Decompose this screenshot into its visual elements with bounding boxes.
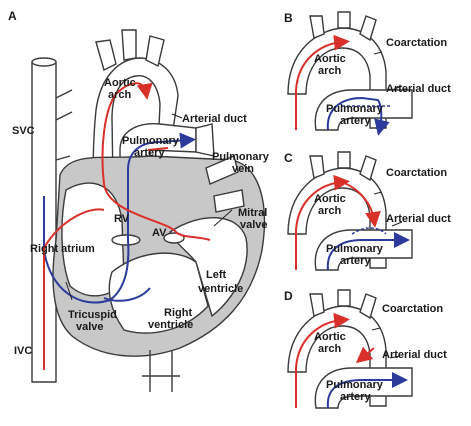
pulmonary-vein-lower xyxy=(213,189,245,213)
b-blue-flow xyxy=(326,96,390,136)
label-right-ventricle-2: ventricle xyxy=(148,319,193,331)
b-label-coarctation: Coarctation xyxy=(386,37,447,49)
svc-branches xyxy=(55,89,73,161)
right-ventricle xyxy=(108,252,209,334)
label-right-atrium: Right atrium xyxy=(30,243,95,255)
c-leader-coarct xyxy=(373,191,383,195)
d-red-flow xyxy=(295,312,350,408)
d-label-aortic-2: arch xyxy=(318,343,342,355)
label-aortic-arch-1: Aortic xyxy=(104,77,136,89)
label-right-ventricle-1: Right xyxy=(164,307,192,319)
label-tricuspid-1: Tricuspid xyxy=(68,309,117,321)
c-label-pulm-2: artery xyxy=(340,255,371,267)
panel-a-label: A xyxy=(8,9,17,23)
panel-c-label: C xyxy=(284,151,293,165)
label-av: AV xyxy=(152,227,167,239)
d-pulmonary-artery xyxy=(314,367,413,409)
label-ivc: IVC xyxy=(14,345,32,357)
pulmonary-branch xyxy=(195,123,215,157)
d-red-duct xyxy=(355,346,375,364)
label-pulmonary-artery-1: Pulmonary xyxy=(122,135,180,147)
label-svc: SVC xyxy=(12,125,35,137)
label-rv: RV xyxy=(114,213,130,225)
label-tricuspid-2: valve xyxy=(76,321,104,333)
left-ventricle xyxy=(169,216,248,318)
d-label-aortic-1: Aortic xyxy=(314,331,346,343)
b-label-arterial-duct: Arterial duct xyxy=(386,83,451,95)
label-pulmonary-artery-2: artery xyxy=(134,147,165,159)
leader-tricuspid xyxy=(65,281,73,301)
c-red-flow-down xyxy=(341,181,381,228)
d-label-arterial-duct: Arterial duct xyxy=(382,349,447,361)
c-arch-branches xyxy=(309,151,377,182)
label-mitral-valve-2: valve xyxy=(240,219,268,231)
d-label-coarctation: Coarctation xyxy=(382,303,443,315)
red-flow-duct xyxy=(147,147,169,151)
leader-arterial-duct xyxy=(171,113,183,119)
panel-d-label: D xyxy=(284,289,293,303)
label-left-ventricle-1: Left xyxy=(206,269,227,281)
b-label-pulm-2: artery xyxy=(340,115,371,127)
c-label-pulm-1: Pulmonary xyxy=(326,243,384,255)
arch-branch-1 xyxy=(95,39,117,72)
red-flow-a xyxy=(43,83,211,370)
label-arterial-duct: Arterial duct xyxy=(182,113,247,125)
b-arch-branches xyxy=(309,11,377,42)
c-red-flow xyxy=(295,174,350,270)
right-atrium xyxy=(61,182,125,297)
label-pulmonary-vein-2: vein xyxy=(232,163,254,175)
label-pulmonary-vein-1: Pulmonary xyxy=(212,151,270,163)
c-blue-flow xyxy=(326,232,410,271)
blue-flow-rv xyxy=(103,287,151,302)
label-mitral-valve-1: Mitral xyxy=(238,207,267,219)
d-label-pulm-2: artery xyxy=(340,391,371,403)
b-label-aortic-2: arch xyxy=(318,65,342,77)
descending-aorta xyxy=(142,350,180,392)
c-label-aortic-2: arch xyxy=(318,205,342,217)
arch-branch-2 xyxy=(121,29,137,61)
d-blue-flow xyxy=(326,372,408,409)
b-leader-duct xyxy=(391,85,403,91)
b-red-flow xyxy=(295,34,350,130)
c-label-coarctation: Coarctation xyxy=(386,167,447,179)
b-label-pulm-1: Pulmonary xyxy=(326,103,384,115)
blue-flow-a xyxy=(43,132,196,304)
panel-d: D Aortic arch Coarctation Arterial duct … xyxy=(284,289,447,409)
d-arch-branches xyxy=(309,289,377,320)
label-left-ventricle-2: ventricle xyxy=(198,283,243,295)
b-label-aortic-1: Aortic xyxy=(314,53,346,65)
c-leader-duct xyxy=(391,221,403,227)
d-label-pulm-1: Pulmonary xyxy=(326,379,384,391)
rv-valve xyxy=(111,234,141,246)
d-leader-duct xyxy=(389,355,401,359)
svc-opening xyxy=(31,57,57,67)
panel-b-label: B xyxy=(284,11,293,25)
av-valve xyxy=(163,232,185,244)
b-leader-coarct xyxy=(373,51,383,55)
panel-c: C Aortic arch Coarctation Arterial duct … xyxy=(284,151,451,271)
c-label-aortic-1: Aortic xyxy=(314,193,346,205)
pulmonary-vein-upper xyxy=(205,155,239,185)
b-pulmonary-artery xyxy=(314,89,413,131)
panel-a: A xyxy=(8,9,270,392)
d-leader-coarct xyxy=(371,327,381,331)
c-label-arterial-duct: Arterial duct xyxy=(386,213,451,225)
arch-branch-3 xyxy=(145,35,165,68)
label-aortic-arch-2: arch xyxy=(108,89,132,101)
leader-mitral xyxy=(213,209,233,227)
panel-b: B Aortic arch Coarctation Arterial duct … xyxy=(284,11,451,136)
